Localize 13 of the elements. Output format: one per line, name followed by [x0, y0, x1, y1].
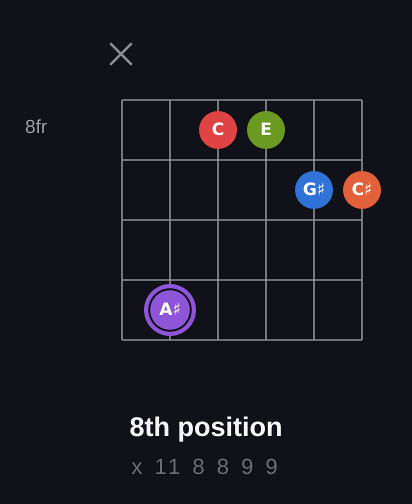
- note-name: E: [260, 122, 272, 138]
- note-dot: [295, 171, 333, 209]
- note-name: C: [212, 122, 224, 138]
- note-name: G♯: [302, 182, 326, 198]
- note-dot: [199, 111, 237, 149]
- position-title: 8th position: [130, 412, 282, 442]
- note-name: A♯: [159, 302, 181, 318]
- note-dot: [247, 111, 285, 149]
- fret-numbers: x 11 8 8 9 9: [131, 454, 281, 479]
- note-name: C♯: [352, 182, 372, 198]
- fret-label: 8fr: [25, 117, 48, 138]
- root-note-dot: [144, 284, 196, 336]
- note-dot: [343, 171, 381, 209]
